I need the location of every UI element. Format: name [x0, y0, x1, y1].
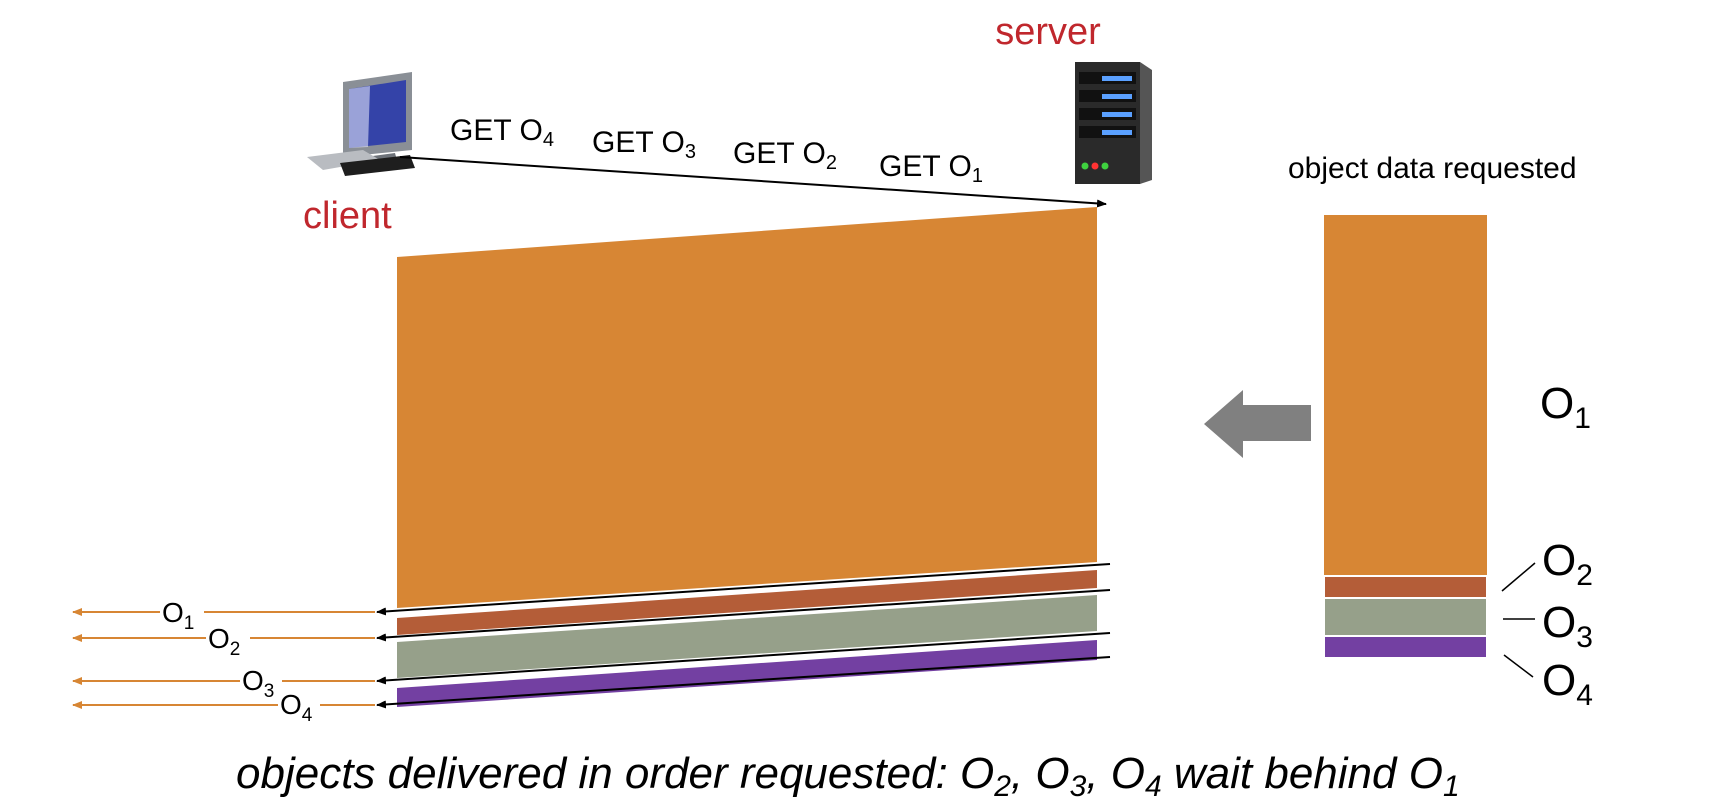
stack-label-o4: O4: [1542, 656, 1593, 712]
response-arrow-o4: [376, 656, 1111, 709]
panel-title: object data requested: [1288, 152, 1577, 185]
left-arrow-icon: [1204, 390, 1311, 458]
transmission-band-o2: [397, 570, 1097, 635]
object-block-o1: [1324, 215, 1487, 576]
object-block-o2: [1323, 575, 1488, 599]
response-arrow-o3: [376, 632, 1111, 685]
stack-label-o3: O3: [1542, 598, 1593, 654]
caption: objects delivered in order requested: O2…: [236, 749, 1460, 803]
object-block-o4: [1323, 635, 1488, 659]
response-arrow-o2: [376, 589, 1111, 642]
leader-line-o4: [1503, 654, 1534, 678]
computer-icon: [307, 72, 415, 176]
arrival-label-o2: O2: [208, 623, 240, 660]
server-label: server: [995, 11, 1101, 53]
request-label-o2: GET O2: [733, 137, 837, 174]
transmission-band-o1: [397, 207, 1097, 608]
server-icon: [1075, 62, 1152, 184]
request-label-o1: GET O1: [879, 150, 983, 187]
arrival-label-o1: O1: [162, 597, 194, 634]
request-label-o4: GET O4: [450, 114, 554, 151]
stack-label-o1: O1: [1540, 379, 1591, 435]
transmission-band-o4: [397, 640, 1097, 707]
transmission-band-o3: [397, 595, 1097, 678]
leader-line-o2: [1501, 562, 1536, 592]
object-block-o3: [1323, 597, 1488, 637]
response-arrow-o1: [376, 563, 1111, 616]
arrival-label-o4: O4: [280, 689, 313, 726]
arrival-label-o3: O3: [242, 665, 274, 702]
stack-label-o2: O2: [1542, 536, 1593, 592]
request-label-o3: GET O3: [592, 126, 696, 163]
request-arrow: [399, 156, 1107, 208]
client-label: client: [303, 195, 392, 237]
